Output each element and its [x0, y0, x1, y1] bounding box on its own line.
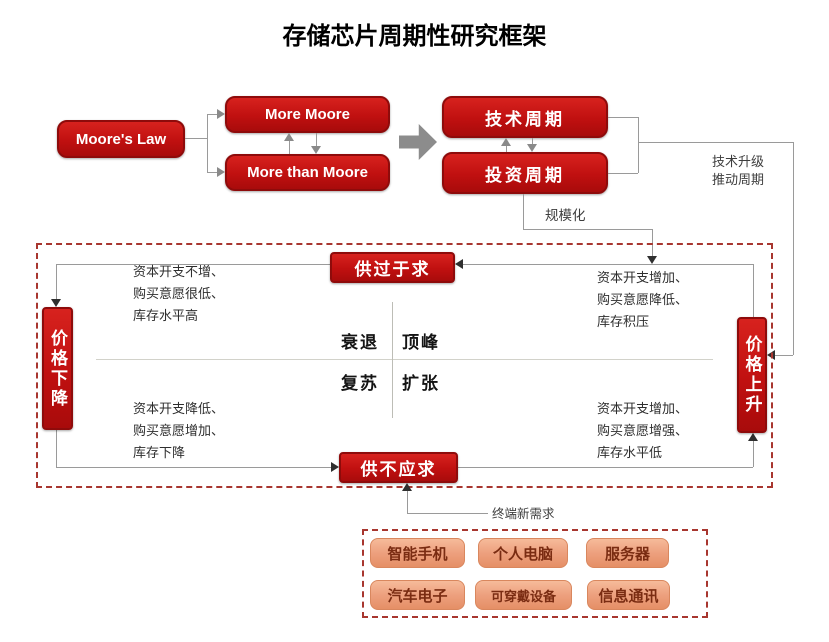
connector-demand-v	[407, 491, 408, 513]
note-line: 购买意愿增强、	[597, 423, 689, 438]
arrow-demand-up-icon	[402, 483, 412, 491]
arrow-cycle-down-icon	[527, 144, 537, 152]
arrow-into-price-up-icon	[748, 433, 758, 441]
arrow-into-price-down-icon	[51, 299, 61, 307]
connector-scale-v1	[523, 194, 524, 229]
note-line: 资本开支增加、	[597, 270, 689, 285]
connector-loop-left-bottom	[56, 430, 57, 467]
connector-loop-bottom-left	[56, 467, 331, 468]
tech-upgrade-label: 技术升级 推动周期	[712, 153, 764, 189]
note-line: 资本开支降低、	[133, 401, 225, 416]
connector-moores-out	[185, 138, 207, 139]
connector-loop-top-left	[56, 264, 330, 265]
arrow-into-undersupply-icon	[331, 462, 339, 472]
connector-cycle-down	[532, 138, 533, 144]
connector-loop-left-down	[56, 264, 57, 299]
note-top-right: 资本开支增加、 购买意愿降低、 库存积压	[597, 267, 688, 333]
quadrant-expansion: 扩张	[402, 374, 440, 393]
note-line: 库存水平高	[133, 308, 199, 323]
connector-bracket-vertical	[638, 117, 639, 173]
note-line: 库存积压	[597, 314, 650, 329]
note-bottom-right: 资本开支增加、 购买意愿增强、 库存水平低	[597, 398, 688, 464]
connector-loop-right-bottom	[753, 441, 754, 467]
price-down-box: 价格下降	[42, 307, 73, 430]
note-line: 库存下降	[133, 445, 186, 460]
note-line: 资本开支不增、	[133, 264, 225, 279]
undersupply-box: 供不应求	[339, 452, 458, 483]
connector-loop-top-right	[463, 264, 753, 265]
connector-more-up	[289, 141, 290, 154]
tech-upgrade-line2: 推动周期	[712, 172, 765, 187]
more-than-moore-box: More than Moore	[225, 154, 390, 191]
demand-item-ict: 信息通讯	[587, 580, 670, 610]
demand-item-smartphone: 智能手机	[370, 538, 465, 568]
note-line: 购买意愿降低、	[597, 292, 689, 307]
note-top-left: 资本开支不增、 购买意愿很低、 库存水平高	[133, 261, 224, 327]
note-line: 资本开支增加、	[597, 401, 689, 416]
arrow-cycle-up-icon	[501, 138, 511, 146]
note-line: 购买意愿很低、	[133, 286, 225, 301]
demand-dashed-frame	[362, 529, 708, 618]
connector-bracket-bottom	[608, 173, 638, 174]
more-moore-box: More Moore	[225, 96, 390, 133]
demand-item-wearables: 可穿戴设备	[475, 580, 572, 610]
demand-item-automotive: 汽车电子	[370, 580, 465, 610]
quadrant-peak: 顶峰	[402, 333, 440, 352]
quadrant-recession: 衰退	[341, 333, 379, 352]
connector-tech-upgrade-h	[638, 142, 793, 143]
oversupply-box: 供过于求	[330, 252, 455, 283]
scale-label: 规模化	[545, 208, 586, 223]
connector-scale-h	[523, 229, 652, 230]
arrow-into-more-moore-icon	[217, 109, 225, 119]
connector-to-more-than-moore	[207, 172, 219, 173]
note-line: 库存水平低	[597, 445, 663, 460]
big-right-arrow-icon	[399, 124, 437, 160]
note-bottom-left: 资本开支降低、 购买意愿增加、 库存下降	[133, 398, 224, 464]
quadrant-axis-vertical	[392, 302, 393, 418]
moores-law-box: Moore's Law	[57, 120, 185, 158]
connector-more-down	[316, 133, 317, 146]
price-up-box: 价格上升	[737, 317, 767, 433]
connector-loop-right-top	[753, 264, 754, 317]
tech-cycle-box: 技术周期	[442, 96, 608, 138]
demand-label: 终端新需求	[492, 507, 555, 521]
note-line: 购买意愿增加、	[133, 423, 225, 438]
connector-moores-split	[207, 114, 208, 172]
connector-cycle-up	[506, 146, 507, 152]
connector-demand-h	[407, 513, 488, 514]
demand-item-server: 服务器	[586, 538, 669, 568]
quadrant-recovery: 复苏	[341, 374, 379, 393]
invest-cycle-box: 投资周期	[442, 152, 608, 194]
arrow-into-more-than-moore-icon	[217, 167, 225, 177]
connector-to-more-moore	[207, 114, 219, 115]
demand-item-pc: 个人电脑	[478, 538, 568, 568]
arrow-scale-down-icon	[647, 256, 657, 264]
connector-tech-upgrade-v	[793, 142, 794, 355]
connector-scale-v2	[652, 229, 653, 256]
connector-bracket-top	[608, 117, 638, 118]
tech-upgrade-line1: 技术升级	[712, 154, 765, 169]
quadrant-axis-horizontal	[96, 359, 713, 360]
connector-loop-bottom-right	[458, 467, 753, 468]
page-title: 存储芯片周期性研究框架	[282, 23, 547, 50]
arrow-more-down-icon	[311, 146, 321, 154]
arrow-into-oversupply-icon	[455, 259, 463, 269]
arrow-more-up-icon	[284, 133, 294, 141]
connector-tech-upgrade-in	[772, 355, 793, 356]
